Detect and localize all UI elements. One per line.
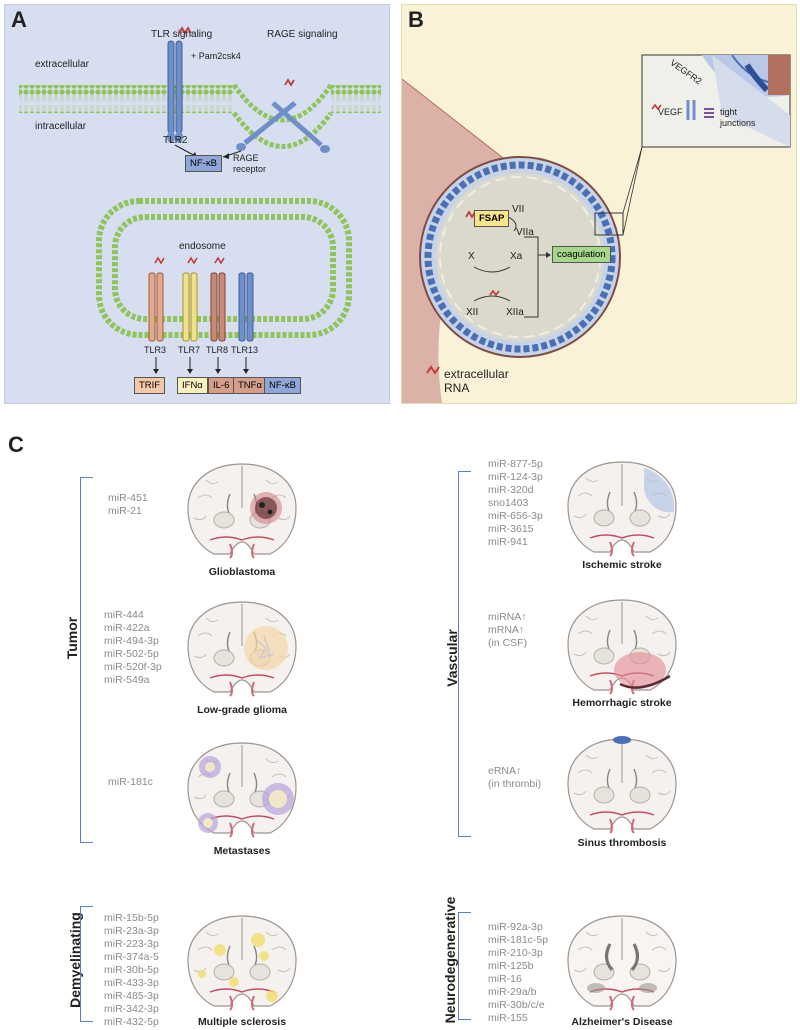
tlr3-label: TLR3 [144,345,167,355]
group-neurodegenerative-label: Neurodegenerative [442,896,458,1024]
mirna-list-low-grade-glioma: miR-444 miR-422a miR-494-3p miR-502-5p m… [104,609,162,686]
nfkb-bottom-chip: NF-κB [264,377,301,394]
group-neurodegenerative-bracket [458,912,471,1020]
viia-label: VIIa [516,227,534,238]
brain-metastases [187,742,297,838]
mirna-list-metastases: miR-181c [108,776,153,788]
condition-sinus-thrombosis: Sinus thrombosis [577,837,667,849]
x-label: X [468,251,475,262]
extracellular-label: extracellular [35,59,89,70]
brain-multiple-sclerosis [187,915,297,1011]
vegfr2-receptor [686,100,696,120]
panel-b-diagram [402,54,791,403]
tlr2-label: TLR2 [163,135,188,146]
ifna-chip: IFNα [177,377,208,394]
condition-alzheimers: Alzheimer's Disease [571,1016,673,1028]
tlr-signaling-label: TLR signaling [151,29,213,40]
xa-label: Xa [510,251,523,262]
brain-glioblastoma [187,463,297,559]
tlr3-receptor [148,272,164,342]
tlr13-label: TLR13 [231,345,259,355]
panel-b-letter: B [408,7,424,32]
zoom-target-box [594,212,624,236]
xii-label: XII [466,307,479,318]
vegf-label: VEGF [658,107,683,117]
tnfa-chip: TNFα [233,377,267,394]
panel-a: A [4,4,390,404]
group-demyelinating-bracket [80,906,93,1022]
brain-alzheimers [567,915,677,1011]
condition-metastases: Metastases [213,845,271,857]
mirna-list-sinus-thrombosis: eRNA↑ (in thrombi) [488,765,542,790]
brain-hemorrhagic-stroke [567,599,677,695]
group-tumor-label: Tumor [64,616,80,660]
extracellular-rna-label-1: extracellular [444,367,509,381]
brain-sinus-thrombosis [567,736,677,834]
rage-signaling-label: RAGE signaling [267,29,338,40]
tlr13-receptor [238,272,254,342]
pam-rna-icon [178,26,192,35]
brain-low-grade-glioma [187,601,297,697]
condition-low-grade-glioma: Low-grade glioma [197,704,287,716]
vii-to-viia-arrow [507,216,517,232]
panel-b: B [401,4,797,404]
panel-a-letter: A [11,7,27,32]
mirna-list-multiple-sclerosis: miR-15b-5p miR-23a-3p miR-223-3p miR-374… [104,912,159,1028]
trif-chip: TRIF [134,377,166,394]
coag-bracket [524,236,539,318]
group-vascular-bracket [458,471,471,837]
rage-receptor-label-2: receptor [233,164,267,174]
coagulation-chip: coagulation [552,246,611,263]
plasma-membrane-left [19,85,234,113]
mirna-list-glioblastoma: miR-451 miR-21 [108,492,148,517]
xii-to-xiia-arrow [473,295,511,302]
mirna-list-alzheimers: miR-92a-3p miR-181c-5p miR-210-3p miR-12… [488,921,549,1024]
condition-glioblastoma: Glioblastoma [208,566,276,578]
vii-label: VII [512,204,525,215]
tlr8-label: TLR8 [206,345,229,355]
plasma-membrane-right [331,85,381,113]
fsap-chip: FSAP [474,210,510,227]
brain-ischemic-stroke [567,461,677,557]
rage-rna-icon [284,78,295,87]
tight-junction [704,108,714,118]
endosome-label: endosome [179,241,226,252]
mirna-list-hemorrhagic-stroke: miRNA↑ mRNA↑ (in CSF) [488,611,528,649]
condition-ischemic-stroke: Ischemic stroke [582,559,662,571]
rage-membrane-pit [231,83,334,123]
pam-label: + Pam2csk4 [191,51,241,61]
tight-junctions-label-1: tight [720,107,738,117]
rage-receptor [236,101,330,153]
condition-hemorrhagic-stroke: Hemorrhagic stroke [572,697,672,709]
mirna-list-ischemic-stroke: miR-877-5p miR-124-3p miR-320d sno1403 m… [488,458,543,548]
x-to-xa-arrow [473,266,511,273]
tlr7-receptor [182,272,198,342]
panel-a-diagram [19,26,381,374]
tlr2-receptor [167,40,183,143]
xiia-label: XIIa [506,307,524,318]
il6-chip: IL-6 [208,377,235,394]
tlr7-label: TLR7 [178,345,201,355]
condition-multiple-sclerosis: Multiple sclerosis [197,1016,287,1028]
tight-junctions-label-2: junctions [720,118,756,128]
extracellular-rna-label-2: RNA [444,381,470,395]
panel-c-letter: C [8,432,24,457]
intracellular-label: intracellular [35,121,87,132]
nfkb-top-chip: NF-κB [185,155,222,172]
group-tumor-bracket [80,477,93,843]
tlr8-receptor [210,272,226,342]
rage-receptor-label-1: RAGE [233,153,259,163]
